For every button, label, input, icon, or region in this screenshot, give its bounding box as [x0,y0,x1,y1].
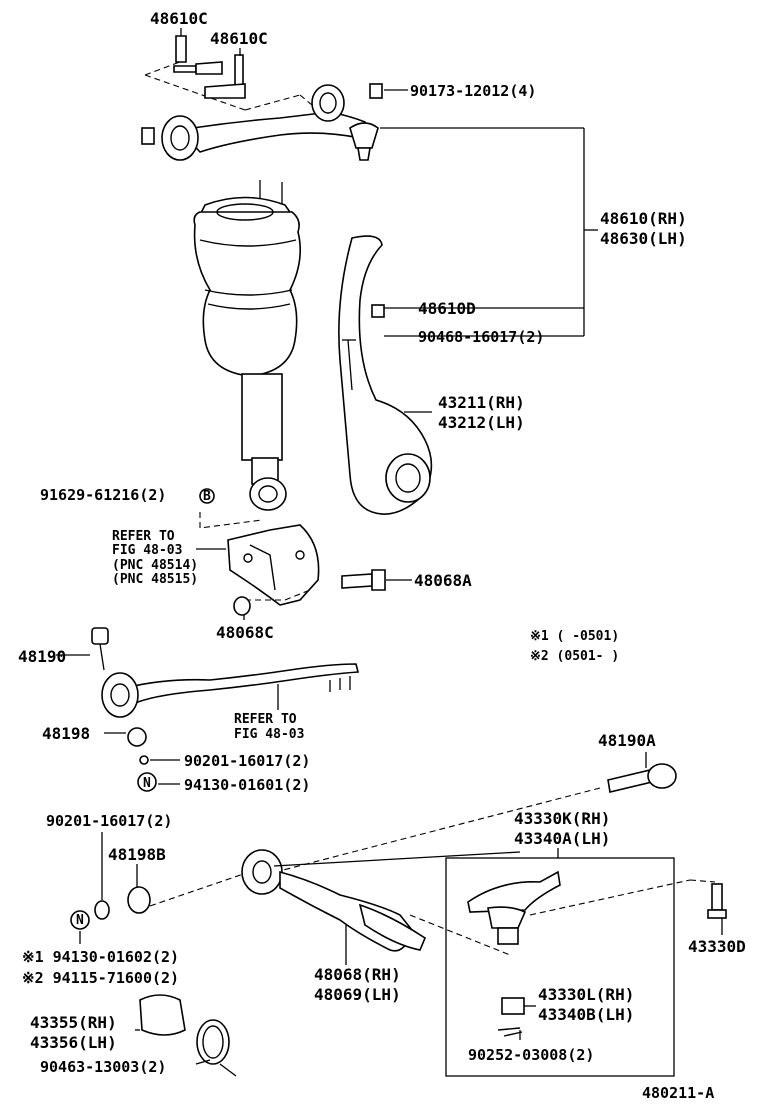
label-94130-b: ※1 94130-01602(2) [22,948,179,966]
label-refer1-d: (PNC 48515) [112,572,198,587]
label-note2: ※2 (0501- ) [530,649,619,664]
label-90201-b: 90201-16017(2) [46,812,172,830]
label-48198b: 48198B [108,845,166,864]
air-spring-icon [193,180,301,511]
nut-icon [501,997,525,1015]
washer-icon [137,755,157,792]
ball-joint-icon [467,870,561,945]
label-48068: 48068(RH) [314,965,401,984]
label-refer1-a: REFER TO [112,529,175,544]
label-43340a: 43340A(LH) [514,829,610,848]
label-43330k: 43330K(RH) [514,809,610,828]
label-90468: 90468-16017(2) [418,328,544,346]
nut-icon [233,596,251,616]
label-43340b: 43340B(LH) [538,1005,634,1024]
label-90463: 90463-13003(2) [40,1058,166,1076]
label-43330l: 43330L(RH) [538,985,634,1004]
label-43355: 43355(RH) [30,1013,117,1032]
clamp-icon [139,994,237,1077]
label-refer1-c: (PNC 48514) [112,558,198,573]
label-48610d: 48610D [418,299,476,318]
lower-arm-icon [241,849,426,952]
label-48610c-b: 48610C [210,29,268,48]
label-48630: 48630(LH) [600,229,687,248]
label-90252: 90252-03008(2) [468,1046,594,1064]
label-43212: 43212(LH) [438,413,525,432]
label-43211: 43211(RH) [438,393,525,412]
label-48068a: 48068A [414,571,472,590]
label-48069: 48069(LH) [314,985,401,1004]
label-48190a: 48190A [598,731,656,750]
label-94115: ※2 94115-71600(2) [22,969,179,987]
label-90173: 90173-12012(4) [410,82,536,100]
bracket-icon [227,524,320,606]
upper-arm-icon [141,59,383,161]
label-refer1-b: FIG 48-03 [112,543,182,558]
knuckle-icon [338,235,433,515]
bolt-icon [607,763,677,793]
label-94130-a: 94130-01601(2) [184,776,310,794]
label-refer2-b: FIG 48-03 [234,727,304,742]
washer-icon [94,900,110,920]
bolt-icon [341,569,386,591]
label-n-mark-a: N [143,776,151,791]
label-90201-a: 90201-16017(2) [184,752,310,770]
label-note1: ※1 ( -0501) [530,629,619,644]
bushing-icon [127,727,147,747]
label-43330d: 43330D [688,937,746,956]
stabilizer-bar-icon [91,627,360,718]
label-48190: 48190 [18,647,66,666]
label-48610c-a: 48610C [150,9,208,28]
label-91629: 91629-61216(2) [40,486,166,504]
label-48198: 48198 [42,724,90,743]
label-n-mark-b: N [76,913,84,928]
bushing-icon [127,886,151,914]
bolt-icon [707,883,727,919]
label-48068c: 48068C [216,623,274,642]
label-48610: 48610(RH) [600,209,687,228]
figure-id: 480211-A [642,1084,714,1102]
nut-icon [70,910,90,930]
label-91629-mark: B [203,489,211,504]
label-43356: 43356(LH) [30,1033,117,1052]
label-refer2-a: REFER TO [234,712,297,727]
